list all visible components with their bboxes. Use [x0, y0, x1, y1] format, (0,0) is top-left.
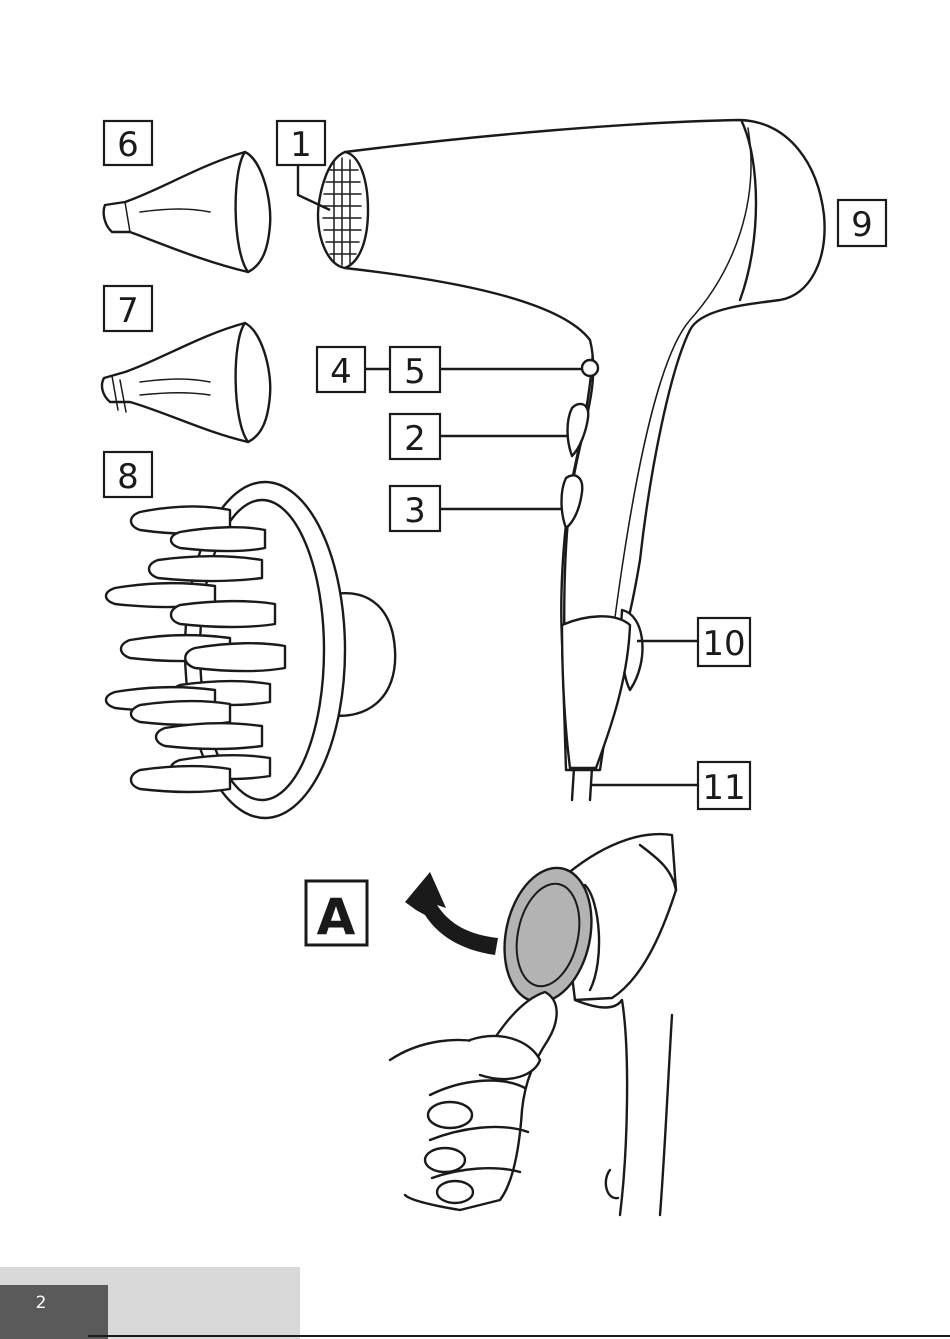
- callout-A: A: [306, 881, 367, 946]
- callout-label: 11: [702, 768, 745, 808]
- callout-5: 5: [390, 347, 440, 392]
- callout-7: 7: [104, 286, 152, 331]
- callout-6: 6: [104, 121, 152, 165]
- callout-label: 8: [117, 457, 139, 497]
- callout-label: 3: [404, 491, 426, 531]
- concentrator-nozzle-small: [104, 152, 271, 272]
- concentrator-nozzle-styling: [102, 323, 270, 442]
- callout-label: 6: [117, 125, 139, 165]
- callout-label: 4: [330, 352, 352, 392]
- callout-1: 1: [277, 121, 325, 165]
- callout-label: A: [317, 888, 356, 946]
- footer-band-accent: [0, 1267, 108, 1285]
- figure-a-filter-removal: A: [306, 834, 676, 1215]
- handle-base: [562, 616, 630, 768]
- rotate-arrow-icon: [405, 872, 498, 955]
- callout-label: 9: [851, 205, 873, 245]
- callout-label: 2: [404, 419, 426, 459]
- footer-rule: [88, 1335, 950, 1337]
- hand: [390, 992, 557, 1210]
- footer-band: [108, 1267, 300, 1339]
- page-number: 2: [0, 1285, 82, 1339]
- callout-label: 10: [702, 624, 745, 664]
- callout-9: 9: [838, 200, 886, 246]
- callout-label: 7: [117, 291, 139, 331]
- callout-label: 5: [404, 352, 426, 392]
- callout-8: 8: [104, 452, 152, 497]
- callout-3: 3: [390, 486, 440, 531]
- callout-10: 10: [698, 618, 750, 666]
- power-cord: [572, 768, 574, 800]
- callout-11: 11: [698, 762, 750, 809]
- diffuser-attachment: [106, 482, 395, 818]
- callout-label: 1: [290, 125, 312, 165]
- callout-2: 2: [390, 414, 440, 459]
- callout-4: 4: [317, 347, 365, 392]
- cool-shot-button: [582, 360, 598, 376]
